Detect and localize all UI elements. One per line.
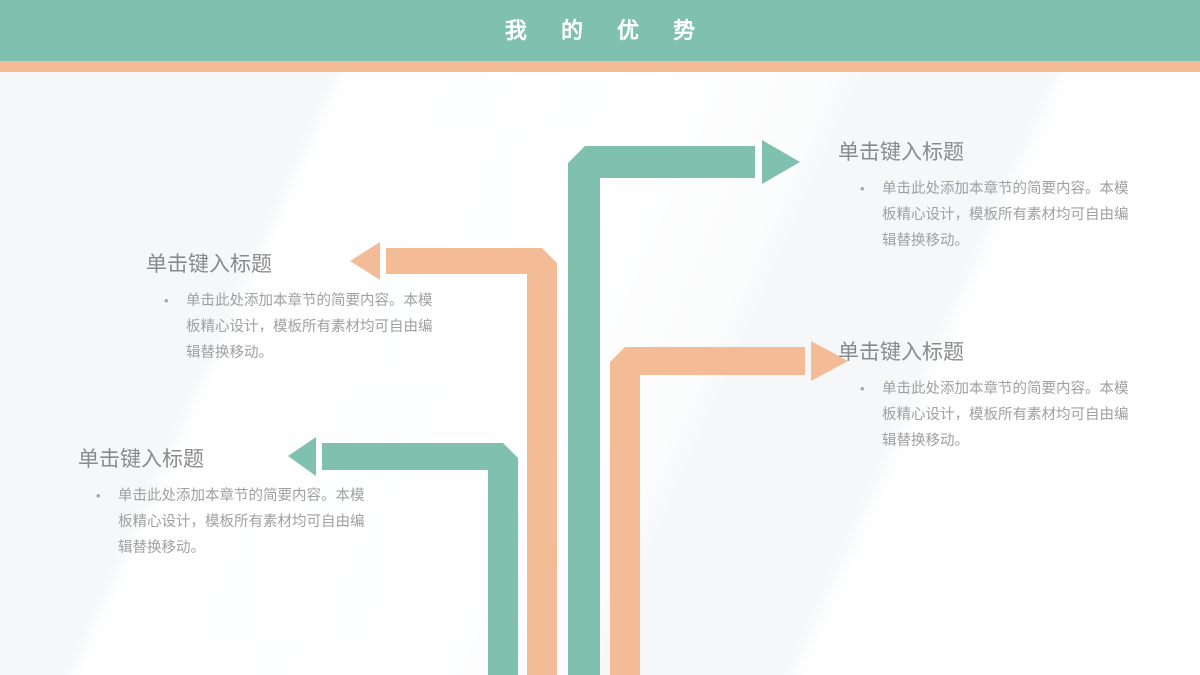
bullet-dot-icon: • bbox=[860, 381, 865, 396]
bullet-dot-icon: • bbox=[164, 293, 169, 308]
page-title: 我 的 优 势 bbox=[504, 18, 710, 43]
block-title: 单击键入标题 bbox=[838, 341, 964, 364]
bullet-dot-icon: • bbox=[96, 488, 101, 503]
block-body: 单击此处添加本章节的简要内容。本模板精心设计，模板所有素材均可自由编辑替换移动。 bbox=[882, 381, 1129, 449]
block-bullet-row: • 单击此处添加本章节的简要内容。本模板精心设计，模板所有素材均可自由编辑替换移… bbox=[860, 176, 1138, 254]
block-bullet-row: • 单击此处添加本章节的简要内容。本模板精心设计，模板所有素材均可自由编辑替换移… bbox=[860, 376, 1138, 454]
header-accent-strip bbox=[0, 61, 1200, 72]
block-title: 单击键入标题 bbox=[146, 253, 272, 276]
bullet-dot-icon: • bbox=[860, 181, 865, 196]
content-block-top-left[interactable]: 单击键入标题 • 单击此处添加本章节的简要内容。本模板精心设计，模板所有素材均可… bbox=[146, 248, 446, 366]
block-title: 单击键入标题 bbox=[78, 448, 204, 471]
block-body: 单击此处添加本章节的简要内容。本模板精心设计，模板所有素材均可自由编辑替换移动。 bbox=[882, 181, 1129, 249]
block-title: 单击键入标题 bbox=[838, 141, 964, 164]
block-body: 单击此处添加本章节的简要内容。本模板精心设计，模板所有素材均可自由编辑替换移动。 bbox=[186, 293, 433, 361]
block-bullet-row: • 单击此处添加本章节的简要内容。本模板精心设计，模板所有素材均可自由编辑替换移… bbox=[164, 288, 446, 366]
block-body: 单击此处添加本章节的简要内容。本模板精心设计，模板所有素材均可自由编辑替换移动。 bbox=[118, 488, 365, 556]
content-block-bottom-left[interactable]: 单击键入标题 • 单击此处添加本章节的简要内容。本模板精心设计，模板所有素材均可… bbox=[78, 443, 378, 561]
header-band bbox=[0, 0, 1200, 61]
block-bullet-row: • 单击此处添加本章节的简要内容。本模板精心设计，模板所有素材均可自由编辑替换移… bbox=[96, 483, 378, 561]
content-block-top-right[interactable]: 单击键入标题 • 单击此处添加本章节的简要内容。本模板精心设计，模板所有素材均可… bbox=[838, 136, 1138, 254]
content-block-bottom-right[interactable]: 单击键入标题 • 单击此处添加本章节的简要内容。本模板精心设计，模板所有素材均可… bbox=[838, 336, 1138, 454]
